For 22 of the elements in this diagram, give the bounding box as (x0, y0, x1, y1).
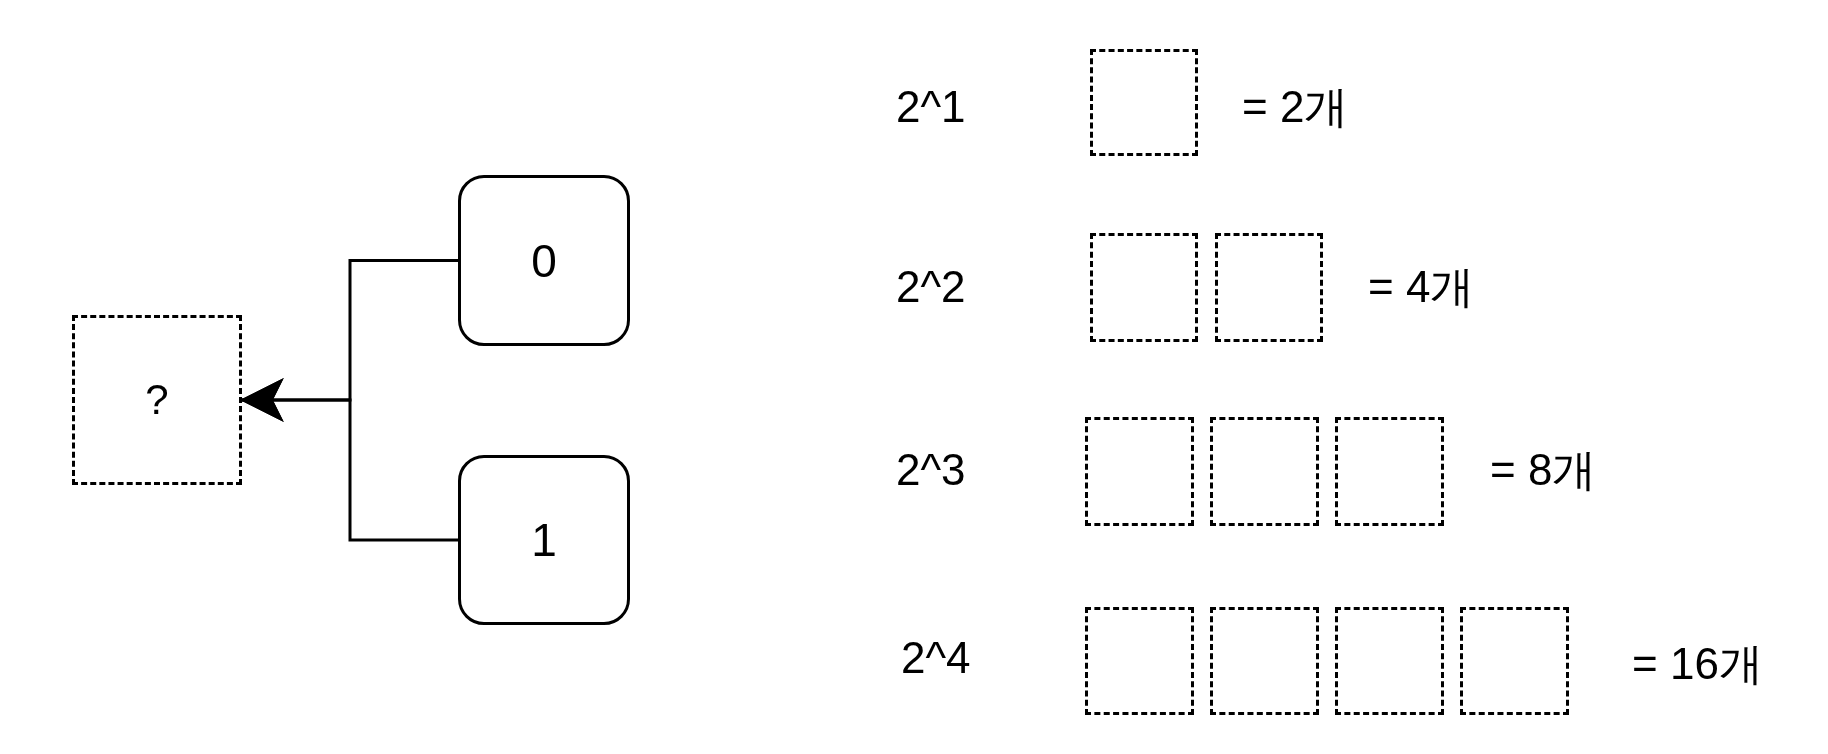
exponent-label: 2^1 (896, 85, 966, 129)
dashed-box (1460, 607, 1569, 715)
dashed-box (1215, 233, 1323, 342)
dashed-box (1090, 233, 1198, 342)
rounded-box: 1 (458, 455, 630, 625)
dashed-box (1090, 49, 1198, 156)
exponent-label: 2^3 (896, 448, 966, 492)
exponent-label: 2^2 (896, 265, 966, 309)
arrow (239, 378, 458, 542)
count-label: = 2개 (1242, 85, 1349, 129)
count-label: = 4개 (1368, 265, 1475, 309)
dashed-box (1085, 607, 1194, 715)
rounded-box: 0 (458, 175, 630, 346)
count-label: = 8개 (1490, 448, 1597, 492)
dashed-box (1335, 417, 1444, 526)
dashed-box (1085, 417, 1194, 526)
dashed-box (1335, 607, 1444, 715)
exponent-label: 2^4 (901, 636, 971, 680)
dashed-box: ? (72, 315, 242, 485)
count-label: = 16개 (1632, 642, 1763, 686)
dashed-box (1210, 607, 1319, 715)
dashed-box (1210, 417, 1319, 526)
